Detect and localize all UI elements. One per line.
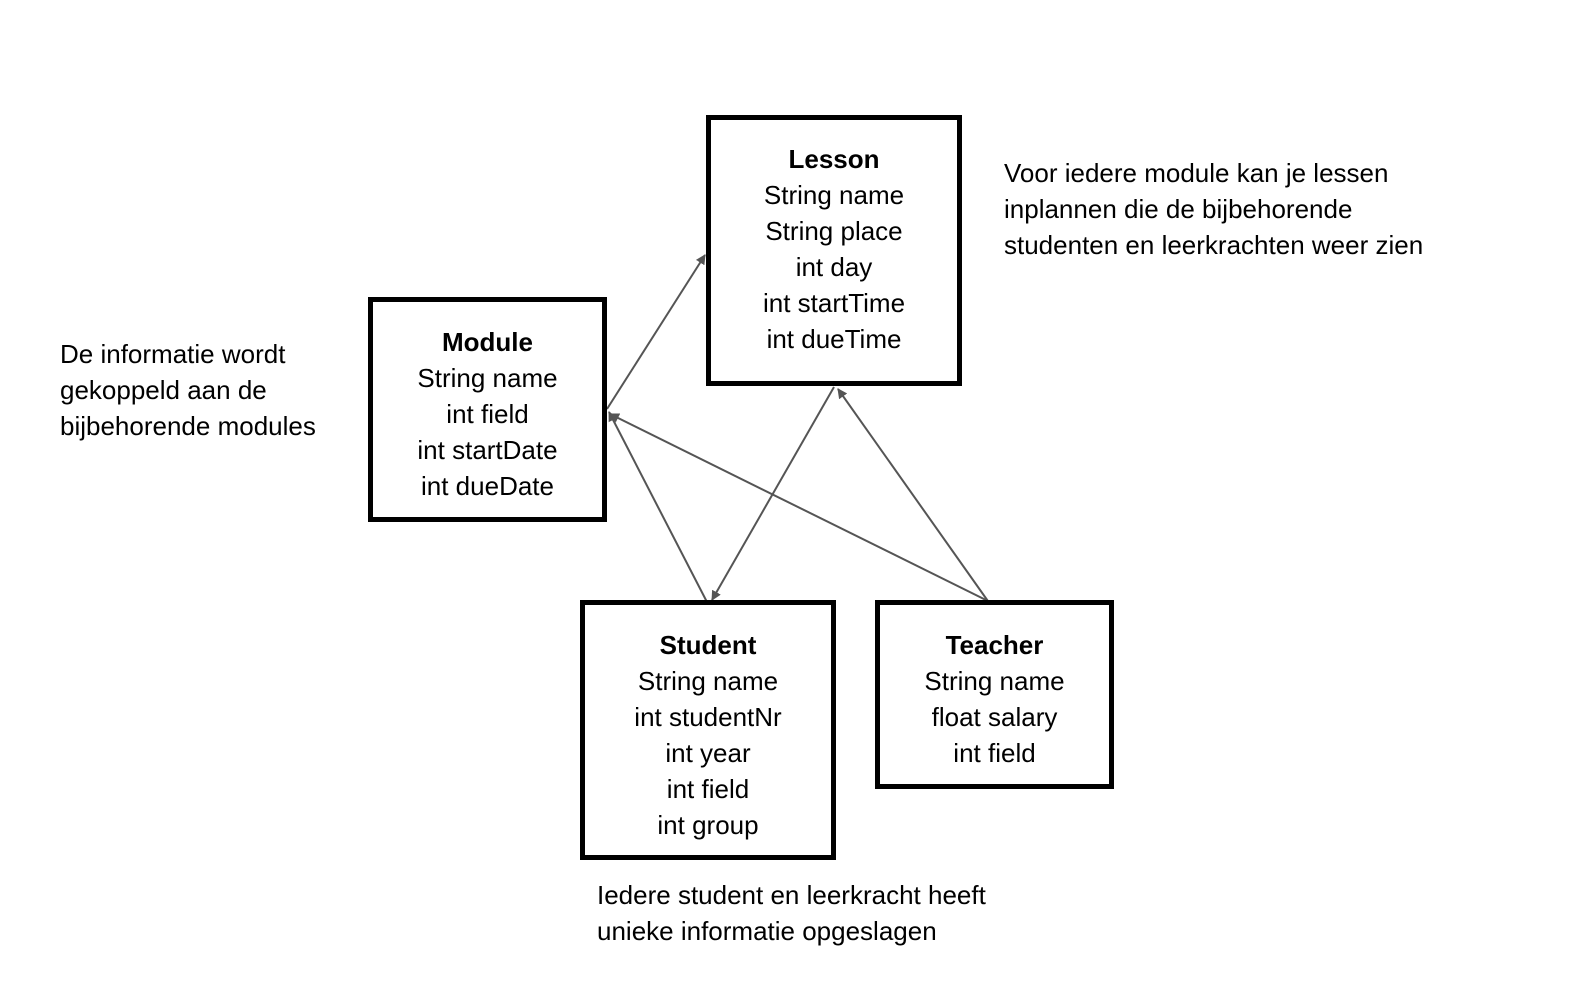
note-line: Voor iedere module kan je lessen [1004, 158, 1389, 188]
note-line: studenten en leerkrachten weer zien [1004, 230, 1424, 260]
arrow-student-to-module [608, 411, 709, 605]
module-attribute: int startDate [417, 435, 558, 465]
arrow-module-to-lesson [606, 254, 706, 410]
lesson-attribute: int dueTime [766, 324, 902, 354]
teacher-class-box: Teacher String name float salary int fie… [875, 600, 1114, 789]
module-class-box: Module String name int field int startDa… [368, 297, 607, 522]
teacher-class-name: Teacher [945, 630, 1044, 660]
student-attribute: int studentNr [634, 702, 782, 732]
student-attribute: String name [637, 666, 779, 696]
student-attribute: int group [657, 810, 759, 840]
module-attribute: int dueDate [421, 471, 554, 501]
note-line: inplannen die de bijbehorende [1004, 194, 1353, 224]
note-line: De informatie wordt [60, 339, 286, 369]
lesson-attribute: String name [763, 180, 905, 210]
student-class-name: Student [659, 630, 757, 660]
students-teachers-note: Iedere student en leerkracht heeft uniek… [597, 877, 986, 949]
module-class-name: Module [442, 327, 533, 357]
teacher-attribute: String name [924, 666, 1065, 696]
student-attribute: int year [665, 738, 751, 768]
module-attribute: int field [446, 399, 529, 429]
note-line: bijbehorende modules [60, 411, 316, 441]
note-line: gekoppeld aan de [60, 375, 267, 405]
teacher-attribute: int field [953, 738, 1036, 768]
student-attribute: int field [666, 774, 750, 804]
lesson-class-name: Lesson [788, 144, 880, 174]
student-class-box: Student String name int studentNr int ye… [580, 600, 836, 860]
arrow-lesson-to-student [711, 386, 835, 601]
modules-note: De informatie wordt gekoppeld aan de bij… [60, 336, 316, 444]
lessons-note: Voor iedere module kan je lessen inplann… [1004, 155, 1423, 263]
note-line: Iedere student en leerkracht heeft [597, 880, 986, 910]
lesson-attribute: int startTime [762, 288, 906, 318]
lesson-attribute: int day [795, 252, 873, 282]
teacher-attribute: float salary [931, 702, 1058, 732]
note-line: unieke informatie opgeslagen [597, 916, 937, 946]
lesson-class-box: Lesson String name String place int day … [706, 115, 962, 386]
module-attribute: String name [417, 363, 558, 393]
arrow-teacher-to-module [609, 413, 995, 605]
arrow-teacher-to-lesson [837, 388, 991, 605]
lesson-attribute: String place [765, 216, 903, 246]
